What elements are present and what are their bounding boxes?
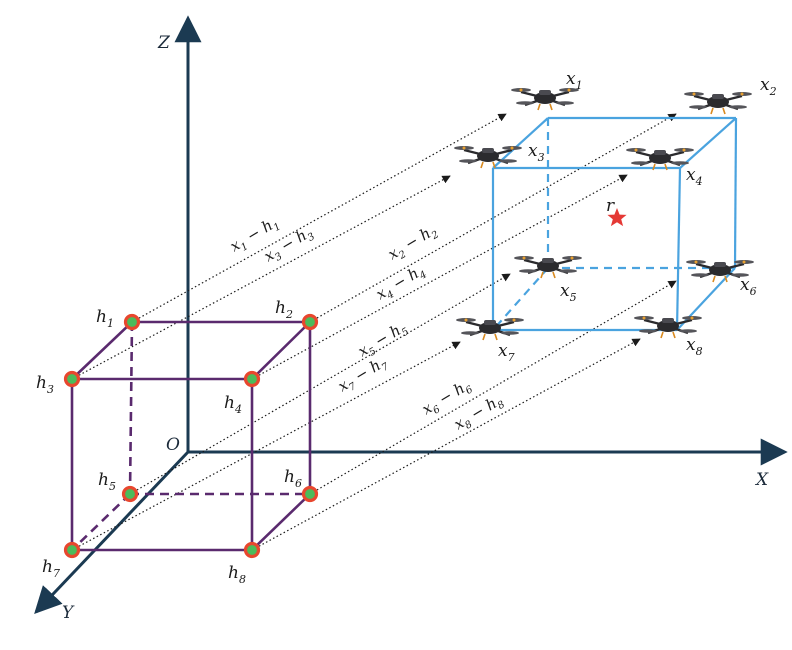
star-icon xyxy=(607,208,627,227)
node-marker xyxy=(301,313,319,331)
ground-edge-h1-h3 xyxy=(71,321,133,380)
ground-node-h6: h6 xyxy=(284,467,319,503)
displacement-label-x2-h2: x2 − h2 xyxy=(385,221,441,266)
uav-node-x5: x5 xyxy=(512,254,584,304)
uav-node-x1: x1 xyxy=(509,69,583,112)
ground-edge-h2-h4 xyxy=(251,321,311,380)
connector-h8-x8 xyxy=(251,338,641,551)
uav-node-x7: x7 xyxy=(454,316,526,364)
uav-formation-cube xyxy=(491,116,738,332)
drone-icon xyxy=(682,90,754,116)
uav-node-x2: x2 xyxy=(682,75,777,116)
ground-nodes: h1 h2 h3 h4 h5 h6 h7 h8 xyxy=(36,298,319,586)
uav-node-x8: x8 xyxy=(632,314,704,358)
ground-edge-h5-h7 xyxy=(71,493,131,551)
node-marker xyxy=(63,370,81,388)
drone-icon xyxy=(452,144,524,170)
node-marker xyxy=(121,485,139,503)
node-marker xyxy=(243,370,261,388)
z-axis-label: Z xyxy=(157,33,171,53)
displacement-label-x1-h1: x1 − h1 xyxy=(227,213,283,258)
node-marker xyxy=(123,313,141,331)
ground-node-label-h6: h6 xyxy=(284,467,302,490)
ground-node-label-h8: h8 xyxy=(228,563,246,586)
ground-node-label-h5: h5 xyxy=(98,470,116,493)
uav-edge-x4-x8 xyxy=(675,167,682,331)
displacement-connectors xyxy=(71,113,677,551)
uav-node-x3: x3 xyxy=(452,141,545,170)
uav-node-label-x2: x2 xyxy=(760,75,777,98)
ground-formation-cube xyxy=(70,320,312,552)
target-label: r xyxy=(606,196,615,216)
connector-h7-x7 xyxy=(71,341,461,551)
ground-node-label-h2: h2 xyxy=(275,298,293,321)
uav-edge-x2-x6 xyxy=(733,117,738,269)
ground-node-h7: h7 xyxy=(42,541,81,580)
connector-h5-x5 xyxy=(129,273,511,495)
ground-node-h1: h1 xyxy=(96,307,141,331)
uav-node-label-x8: x8 xyxy=(686,335,703,358)
displacement-label-x4-h4: x4 − h4 xyxy=(373,261,429,306)
ground-node-h4: h4 xyxy=(224,370,261,416)
ground-node-label-h1: h1 xyxy=(96,307,114,330)
drone-icon xyxy=(512,254,584,280)
displacement-label-x5-h5: x5 − h5 xyxy=(355,318,411,363)
uav-nodes: x1 x2 x3 x4 x5 x6 x7 x8 xyxy=(452,69,777,364)
node-marker xyxy=(243,541,261,559)
uav-edge-x2-x4 xyxy=(679,117,737,169)
target-point: r xyxy=(606,196,627,227)
origin-label: O xyxy=(166,435,180,455)
connector-h6-x6 xyxy=(309,280,677,495)
ground-node-h5: h5 xyxy=(98,470,139,503)
uav-node-x4: x4 xyxy=(624,146,703,188)
ground-node-h8: h8 xyxy=(228,541,261,586)
uav-node-label-x7: x7 xyxy=(498,341,515,364)
ground-node-h3: h3 xyxy=(36,370,81,396)
ground-node-label-h7: h7 xyxy=(42,557,60,580)
drone-icon xyxy=(624,146,696,172)
ground-node-h2: h2 xyxy=(275,298,319,331)
uav-node-label-x1: x1 xyxy=(566,69,583,92)
ground-edge-h1-h5 xyxy=(128,321,134,495)
ground-node-label-h4: h4 xyxy=(224,393,242,416)
y-axis-label: Y xyxy=(62,603,75,623)
axes: Z X Y O xyxy=(34,15,788,623)
drone-icon xyxy=(509,86,581,112)
uav-node-label-x5: x5 xyxy=(560,281,577,304)
x-axis-label: X xyxy=(754,470,769,490)
uav-node-x6: x6 xyxy=(684,258,757,298)
y-axis xyxy=(34,450,190,614)
uav-node-label-x3: x3 xyxy=(528,141,545,164)
uav-node-label-x6: x6 xyxy=(740,275,757,298)
ground-node-label-h3: h3 xyxy=(36,373,54,396)
uav-node-label-x4: x4 xyxy=(686,165,703,188)
node-marker xyxy=(63,541,81,559)
connector-h4-x4 xyxy=(251,174,628,380)
ground-edge-h6-h8 xyxy=(251,493,311,551)
node-marker xyxy=(301,485,319,503)
connector-h1-x1 xyxy=(131,113,507,323)
